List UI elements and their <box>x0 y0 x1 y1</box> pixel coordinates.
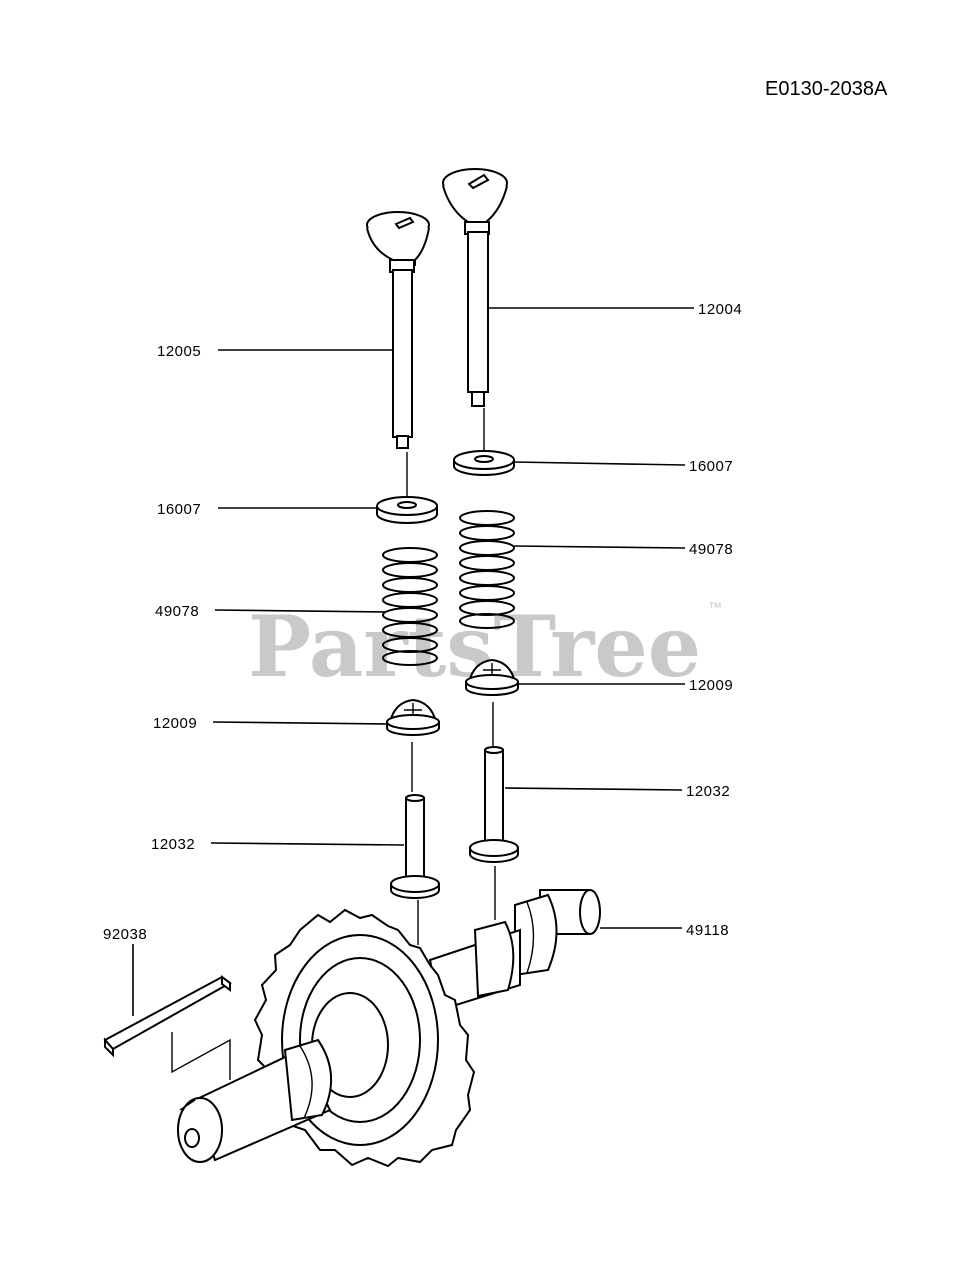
valve-left[interactable] <box>366 211 430 449</box>
callout-92038[interactable]: 92038 <box>103 926 147 943</box>
callout-16007-right[interactable]: 16007 <box>689 458 733 475</box>
callout-12005[interactable]: 12005 <box>157 343 201 360</box>
spring-right[interactable] <box>459 510 515 629</box>
callout-12004[interactable]: 12004 <box>698 301 742 318</box>
callout-16007-left[interactable]: 16007 <box>157 501 201 518</box>
callout-labels: 12005 12004 16007 16007 49078 49078 1200… <box>103 301 742 943</box>
tappet-left[interactable] <box>390 794 440 899</box>
callout-12009-right[interactable]: 12009 <box>689 677 733 694</box>
callout-12009-left[interactable]: 12009 <box>153 715 197 732</box>
washer-right[interactable] <box>453 450 515 476</box>
washer-left[interactable] <box>376 496 438 524</box>
valve-right[interactable] <box>442 168 508 407</box>
callout-12032-right[interactable]: 12032 <box>686 783 730 800</box>
retainer-right[interactable] <box>465 658 519 696</box>
tappet-right[interactable] <box>469 746 519 863</box>
callout-49118[interactable]: 49118 <box>686 922 729 939</box>
diagram-code: E0130-2038A <box>765 78 888 100</box>
alignment-lines <box>406 408 496 945</box>
retainer-left[interactable] <box>386 698 440 736</box>
callout-49078-left[interactable]: 49078 <box>155 603 199 620</box>
callout-49078-right[interactable]: 49078 <box>689 541 733 558</box>
leader-lines <box>132 307 694 1016</box>
watermark-trademark: ™ <box>708 599 722 615</box>
spring-left[interactable] <box>382 547 438 666</box>
camshaft[interactable] <box>177 889 601 1168</box>
woodruff-key[interactable] <box>103 975 232 1080</box>
callout-12032-left[interactable]: 12032 <box>151 836 195 853</box>
